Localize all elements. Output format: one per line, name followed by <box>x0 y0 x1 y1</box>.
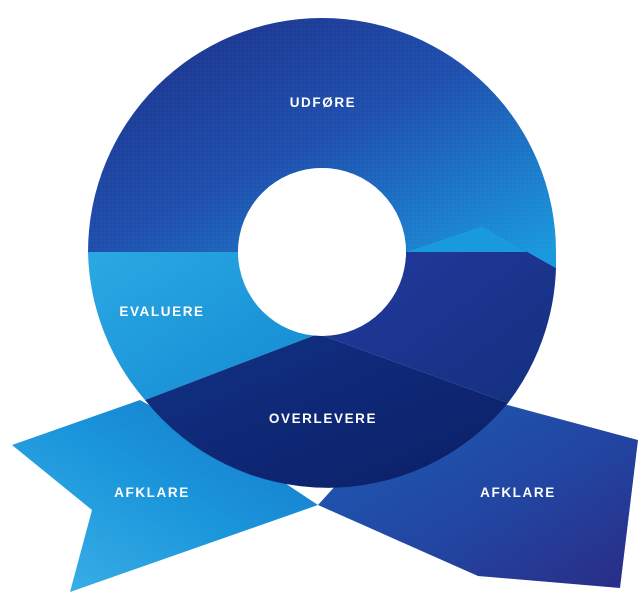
label-afklare-left: AFKLARE <box>114 485 190 500</box>
label-overlevere: OVERLEVERE <box>269 411 377 426</box>
label-evaluere: EVALUERE <box>119 304 204 319</box>
ring-segment-top-texture <box>88 18 556 252</box>
ring-segment-left <box>88 252 318 400</box>
label-udfore: UDFØRE <box>290 95 357 110</box>
ribbon-tail-left <box>12 400 318 592</box>
ring-segment-right <box>318 226 556 403</box>
ring-center-hole <box>238 168 406 336</box>
ring-segment-right-highlight <box>406 226 556 268</box>
label-afklare-right: AFKLARE <box>480 485 556 500</box>
ring-segment-center <box>145 334 508 488</box>
